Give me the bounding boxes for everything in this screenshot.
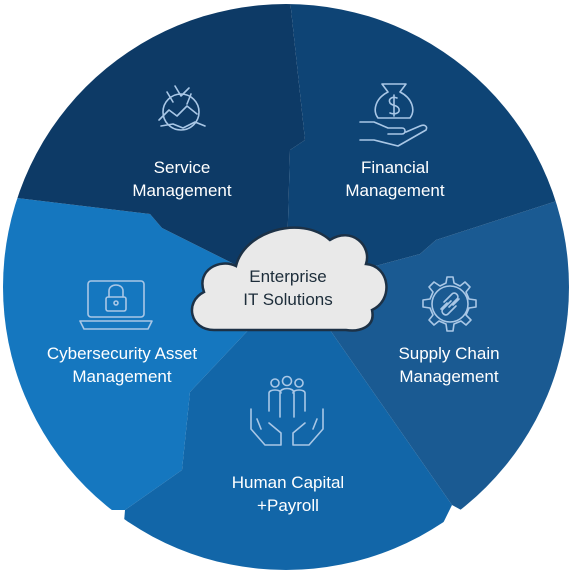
center-label-line1: Enterprise xyxy=(249,267,326,286)
people-hands-icon xyxy=(250,375,324,446)
handshake-circle-icon xyxy=(158,85,206,131)
human-label-line2: +Payroll xyxy=(257,496,319,515)
financial-label-line1: Financial xyxy=(361,158,429,177)
laptop-lock-icon xyxy=(79,280,153,330)
cyber-label-line2: Management xyxy=(72,367,172,386)
supply-label-line2: Management xyxy=(399,367,499,386)
segment-human-capital xyxy=(120,290,452,570)
center-cloud: Enterprise IT Solutions xyxy=(190,226,388,332)
cloud-shape xyxy=(190,226,388,332)
center-label-line2: IT Solutions xyxy=(243,290,332,309)
supply-label-line1: Supply Chain xyxy=(398,344,499,363)
service-label-line2: Management xyxy=(132,181,232,200)
gear-link-icon xyxy=(422,276,477,332)
financial-label-line2: Management xyxy=(345,181,445,200)
money-bag-hand-icon xyxy=(359,83,428,147)
cyber-label-line1: Cybersecurity Asset xyxy=(47,344,197,363)
service-label-line1: Service xyxy=(154,158,211,177)
human-label-line1: Human Capital xyxy=(232,473,344,492)
